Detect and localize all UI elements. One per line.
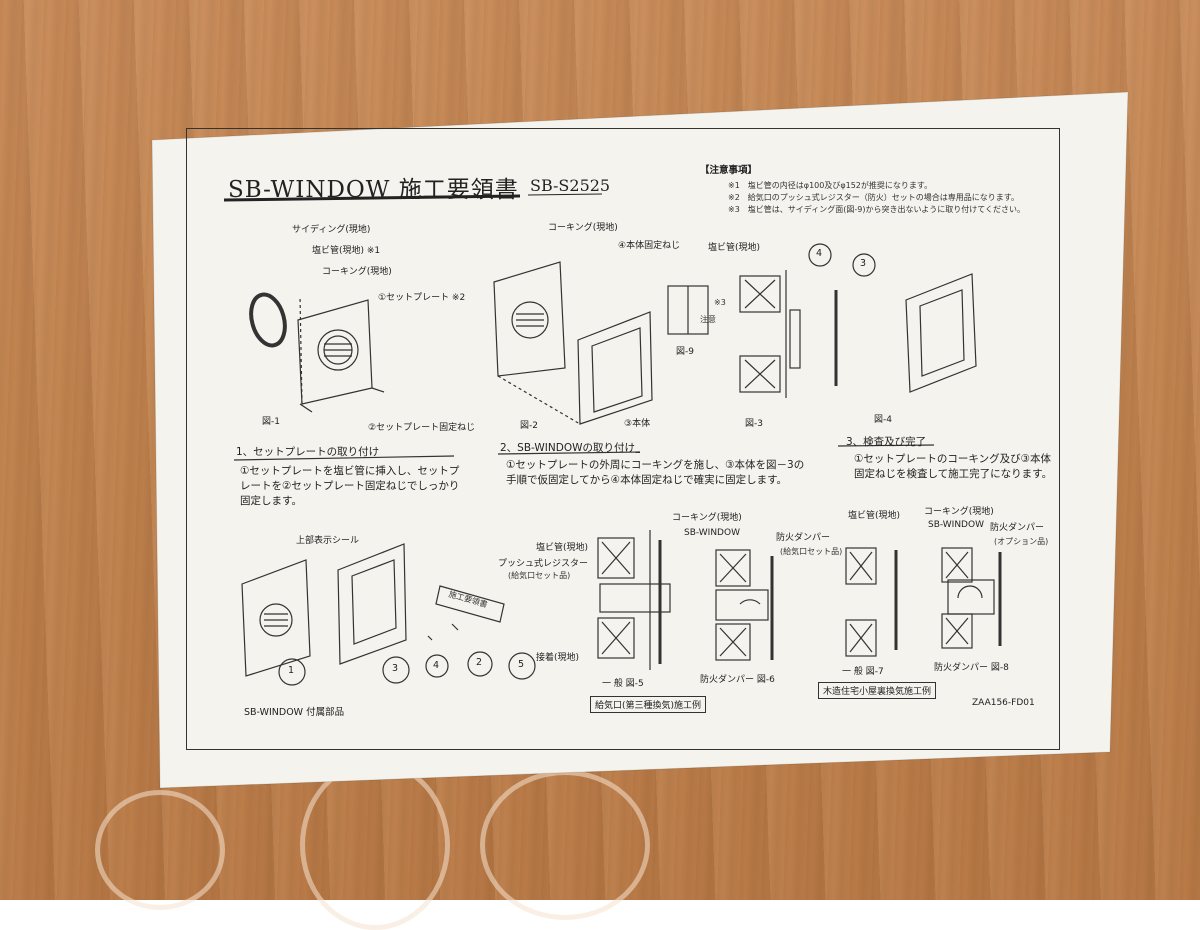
callout-note3: ※3	[714, 298, 726, 307]
document-code: ZAA156-FD01	[972, 698, 1035, 708]
note-2: ※2 給気口のプッシュ式レジスター（防火）セットの場合は専用品になります。	[728, 193, 1019, 202]
part-number-1: 1	[288, 665, 295, 676]
sbwindow-back-plate	[493, 261, 566, 377]
part-number-5-circle	[508, 652, 536, 680]
step1-body: ①セットプレートを塩ビ管に挿入し、セットプレートを②セットプレート固定ねじでしっ…	[240, 465, 460, 507]
part-3-body	[337, 543, 407, 665]
callout-pvc-pipe-fig7: 塩ビ管(現地)	[848, 511, 901, 521]
callout-push-register: プッシュ式レジスター	[498, 559, 589, 569]
part-number-5: 5	[518, 659, 525, 670]
callout-fire-damper-sub: (給気口セット品)	[780, 547, 843, 556]
callout-fire-damper-fig8: 防火ダンパー	[990, 523, 1045, 533]
step1-title: 1、セットプレートの取り付け	[236, 446, 380, 458]
fig4-label: 図-4	[874, 415, 892, 425]
callout-pvc-pipe-fig5: 塩ビ管(現地)	[536, 543, 589, 553]
drawings-bottom-row	[241, 530, 1002, 686]
callout-set-plate-screw: ②セットプレート固定ねじ	[368, 423, 476, 433]
pvc-pipe-ring-icon	[249, 292, 287, 348]
callout-push-register-sub: (給気口セット品)	[508, 571, 571, 580]
callout-num-3: 3	[860, 258, 867, 269]
fig5-label: 一 般 図-5	[602, 679, 644, 689]
callout-siding: サイディング(現地)	[292, 225, 371, 235]
supply-vent-box: 給気口(第三種換気)施工例	[590, 696, 707, 713]
callout-pvc-pipe: 塩ビ管(現地) ※1	[312, 246, 381, 256]
note-1: ※1 塩ビ管の内径はφ100及びφ152が推奨になります。	[728, 181, 933, 190]
notes-heading: 【注意事項】	[700, 165, 758, 176]
callout-top-seal: 上部表示シール	[296, 536, 360, 546]
step2-body: ①セットプレートの外周にコーキングを施し、③本体を図－3の手順で仮固定してから④…	[506, 459, 805, 486]
fig6-label: 防火ダンパー 図-6	[700, 675, 775, 685]
part-number-3-circle	[382, 656, 410, 684]
part-number-2: 2	[476, 657, 483, 668]
drawings-top-row	[233, 243, 977, 461]
step3-title: 3、検査及び完了	[846, 436, 927, 448]
callout-caulking-fig8: コーキング(現地)	[924, 507, 994, 517]
part-number-4-circle	[425, 654, 449, 678]
part-number-1-circle	[278, 658, 306, 686]
fig9-label: 図-9	[676, 347, 694, 357]
callout-adhesive: 接着(現地)	[536, 653, 580, 663]
note-3: ※3 塩ビ管は、サイディング面(図-9)から突き出ないように取り付けてください。	[728, 205, 1026, 214]
part-number-4: 4	[433, 660, 440, 671]
callout-fire-damper: 防火ダンパー	[776, 533, 831, 543]
callout-body: ③本体	[624, 419, 651, 429]
step2-title: 2、SB-WINDOWの取り付け	[500, 442, 635, 454]
sbwindow-finished-drawing	[905, 273, 977, 393]
wooden-house-box: 木造住宅小屋裏換気施工例	[818, 682, 937, 699]
instruction-sheet: SB-WINDOW 施工要領書 SB-S2525 【注意事項】 ※1 塩ビ管の内…	[151, 91, 1129, 789]
fig8-label: 防火ダンパー 図-8	[934, 663, 1009, 673]
callout-set-plate: ①セットプレート ※2	[378, 293, 466, 303]
fig3-label: 図-3	[745, 419, 763, 429]
step3-body: ①セットプレートのコーキング及び③本体固定ねじを検査して施工完了になります。	[854, 453, 1053, 480]
fig7-label: 一 般 図-7	[842, 667, 884, 677]
callout-4-circle	[808, 243, 832, 267]
part-number-2-circle	[467, 651, 493, 677]
callout-caulking-fig5: コーキング(現地)	[672, 513, 742, 523]
sbwindow-body-frame	[577, 311, 653, 425]
callout-caution: 注意	[700, 315, 716, 324]
part-5-manual-card	[435, 585, 505, 623]
callout-3-circle	[852, 253, 876, 277]
part-1-set-plate	[241, 559, 311, 677]
callout-sbwindow-fig7: SB-WINDOW	[928, 520, 984, 530]
fig2-label: 図-2	[520, 421, 538, 431]
callout-body-screw: ④本体固定ねじ	[618, 241, 681, 251]
callout-sbwindow-fig5: SB-WINDOW	[684, 528, 740, 538]
callout-num-4: 4	[816, 248, 823, 259]
document-border	[186, 128, 1060, 750]
fig1-label: 図-1	[262, 417, 280, 427]
part-number-3: 3	[392, 663, 399, 674]
parts-caption: SB-WINDOW 付属部品	[244, 707, 345, 718]
model-number: SB-S2525	[530, 176, 611, 195]
callout-caulking-fig2: コーキング(現地)	[548, 223, 618, 233]
callout-pvc-pipe-fig9: 塩ビ管(現地)	[708, 243, 761, 253]
callout-caulking: コーキング(現地)	[322, 267, 392, 277]
callout-fire-damper-fig8-sub: (オプション品)	[994, 537, 1049, 546]
